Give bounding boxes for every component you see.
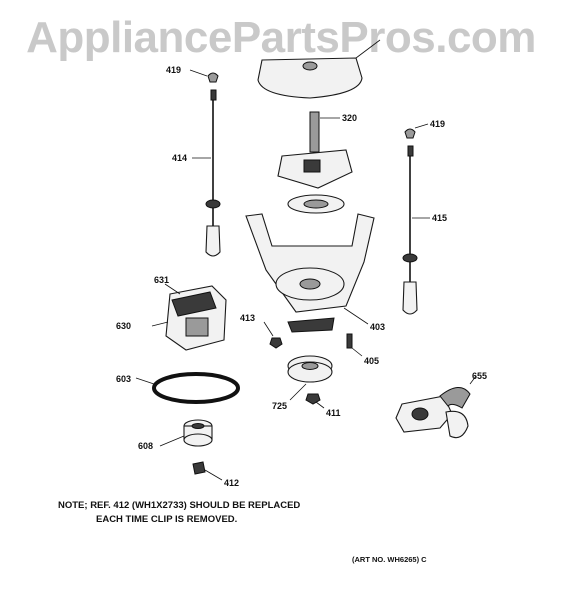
callout-419-left: 419 <box>166 65 181 75</box>
callout-412: 412 <box>224 478 239 488</box>
clip-412 <box>192 461 223 481</box>
callout-608: 608 <box>138 441 153 451</box>
callout-403: 403 <box>370 322 385 332</box>
callout-415: 415 <box>432 213 447 223</box>
top-cover-part <box>257 39 381 99</box>
callout-655: 655 <box>472 371 487 381</box>
transmission-320 <box>277 111 353 214</box>
nut-411 <box>305 393 325 409</box>
callout-413: 413 <box>240 313 255 323</box>
callout-414: 414 <box>172 153 187 163</box>
watermark-text: AppliancePartsPros.com <box>26 13 536 62</box>
note-line-2: EACH TIME CLIP IS REMOVED. <box>96 514 237 525</box>
callout-419-right: 419 <box>430 119 445 129</box>
mount-bracket-403 <box>245 213 375 333</box>
callout-320: 320 <box>342 113 357 123</box>
callout-630: 630 <box>116 321 131 331</box>
motor-pulley-608 <box>159 419 213 447</box>
belt-603 <box>135 372 240 404</box>
screw-405 <box>346 333 363 357</box>
pulley-725 <box>287 355 333 401</box>
note-line-1: NOTE; REF. 412 (WH1X2733) SHOULD BE REPL… <box>58 500 300 511</box>
callout-603: 603 <box>116 374 131 384</box>
motor-630 <box>151 283 227 351</box>
callout-411: 411 <box>326 408 341 418</box>
grommet-419-right <box>404 123 429 139</box>
callout-405: 405 <box>364 356 379 366</box>
grommet-419-left <box>189 69 219 83</box>
nut-413 <box>263 321 283 349</box>
art-number: (ART NO. WH6265) C <box>352 555 427 564</box>
suspension-rod-415 <box>402 145 430 315</box>
callout-725: 725 <box>272 401 287 411</box>
suspension-rod-414 <box>192 89 221 257</box>
callout-631: 631 <box>154 275 169 285</box>
pump-655 <box>395 375 477 439</box>
